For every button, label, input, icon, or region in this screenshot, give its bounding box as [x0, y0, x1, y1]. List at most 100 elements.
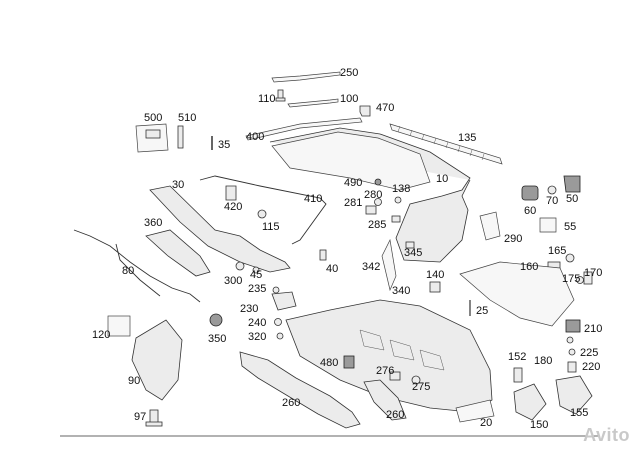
callout-290[interactable]: 290	[504, 233, 523, 245]
part-70-ring	[547, 185, 557, 195]
callout-140[interactable]: 140	[426, 269, 445, 281]
callout-281[interactable]: 281	[344, 197, 363, 209]
callout-240[interactable]: 240	[248, 317, 267, 329]
part-80-harness	[73, 229, 201, 303]
part-20-lower-valance	[285, 299, 493, 413]
callout-45[interactable]: 45	[250, 269, 263, 281]
callout-170[interactable]: 170	[584, 267, 603, 279]
part-276-clip	[389, 371, 401, 381]
callout-350[interactable]: 350	[208, 333, 227, 345]
callout-80[interactable]: 80	[122, 265, 135, 277]
callout-40[interactable]: 40	[326, 263, 339, 275]
part-165-clip	[565, 253, 575, 263]
part-250-trim-strip	[271, 71, 341, 83]
part-20-end-trim	[455, 399, 495, 423]
callout-70[interactable]: 70	[546, 195, 559, 207]
part-285-fastener	[391, 215, 401, 223]
part-510-strip	[177, 125, 184, 149]
part-120-plate	[107, 315, 131, 337]
callout-20[interactable]: 20	[480, 417, 493, 429]
callout-470[interactable]: 470	[376, 102, 395, 114]
callout-25[interactable]: 25	[476, 305, 489, 317]
part-342-strip	[381, 238, 397, 292]
part-80-harness-branch	[115, 243, 161, 297]
callout-90[interactable]: 90	[128, 375, 141, 387]
part-55-cap	[539, 217, 557, 233]
part-diffuser-panel	[459, 261, 575, 327]
callout-97[interactable]: 97	[134, 411, 147, 423]
callout-225[interactable]: 225	[580, 347, 599, 359]
callout-115[interactable]: 115	[262, 221, 280, 233]
callout-160[interactable]: 160	[520, 261, 539, 273]
part-275-grommet	[411, 375, 421, 385]
part-220-bolt	[567, 361, 577, 373]
callout-340[interactable]: 340	[392, 285, 411, 297]
part-97-washer	[145, 421, 163, 427]
part-170-screw	[583, 271, 593, 285]
part-40-clip	[319, 249, 327, 261]
callout-100[interactable]: 100	[340, 93, 359, 105]
part-175-washer	[576, 276, 584, 284]
part-281-clip	[365, 205, 377, 215]
callout-275[interactable]: 275	[412, 381, 431, 393]
callout-480[interactable]: 480	[320, 357, 339, 369]
callout-35[interactable]: 35	[218, 139, 231, 151]
callout-320[interactable]: 320	[248, 331, 267, 343]
callout-345[interactable]: 345	[404, 247, 423, 259]
callout-260-left[interactable]: 260	[282, 397, 301, 409]
callout-135[interactable]: 135	[458, 132, 477, 144]
callout-175[interactable]: 175	[562, 273, 581, 285]
callout-60[interactable]: 60	[524, 205, 537, 217]
callout-210[interactable]: 210	[584, 323, 603, 335]
callout-410[interactable]: 410	[304, 193, 323, 205]
callout-420[interactable]: 420	[224, 201, 243, 213]
part-210-unit	[565, 319, 581, 333]
part-138-washer	[394, 196, 402, 204]
callout-300[interactable]: 300	[224, 275, 243, 287]
part-290-piece	[479, 211, 501, 241]
part-360-bracket	[145, 229, 211, 277]
part-155-housing	[555, 375, 593, 415]
callout-180[interactable]: 180	[534, 355, 553, 367]
callout-260-right[interactable]: 260	[386, 409, 405, 421]
callout-152[interactable]: 152	[508, 351, 527, 363]
part-235-clip	[272, 286, 280, 294]
watermark-text: Avito	[583, 425, 630, 445]
part-230-mount	[271, 291, 297, 311]
callout-285[interactable]: 285	[368, 219, 387, 231]
callout-110[interactable]: 110	[258, 93, 276, 105]
callout-510[interactable]: 510	[178, 112, 197, 124]
callout-10[interactable]: 10	[436, 173, 449, 185]
part-420-bracket	[225, 185, 237, 201]
callout-50[interactable]: 50	[566, 193, 579, 205]
callout-220[interactable]: 220	[582, 361, 601, 373]
callout-276[interactable]: 276	[376, 365, 395, 377]
callout-250[interactable]: 250	[340, 67, 359, 79]
callout-55[interactable]: 55	[564, 221, 577, 233]
callout-400[interactable]: 400	[246, 131, 265, 143]
part-470-bracket	[359, 105, 371, 117]
part-110-clip-base	[275, 97, 286, 102]
callout-155[interactable]: 155	[570, 407, 589, 419]
callout-500[interactable]: 500	[144, 112, 163, 124]
part-140-bracket	[429, 281, 441, 293]
callout-120[interactable]: 120	[92, 329, 111, 341]
callout-150[interactable]: 150	[530, 419, 549, 431]
part-300-grommet	[235, 261, 245, 271]
callout-138[interactable]: 138	[392, 183, 411, 195]
part-10-bumper-face	[271, 131, 431, 191]
callout-342[interactable]: 342	[362, 261, 381, 273]
part-20-slots	[359, 329, 445, 371]
part-320-washer	[276, 332, 284, 340]
callout-280[interactable]: 280	[364, 189, 383, 201]
callout-490[interactable]: 490	[344, 177, 363, 189]
callout-230[interactable]: 230	[240, 303, 259, 315]
callout-30[interactable]: 30	[172, 179, 185, 191]
part-400-strip	[245, 117, 363, 141]
callout-360[interactable]: 360	[144, 217, 163, 229]
part-500-label	[145, 129, 161, 139]
part-115-clip	[257, 209, 267, 219]
callout-165[interactable]: 165	[548, 245, 567, 257]
callout-235[interactable]: 235	[248, 283, 267, 295]
